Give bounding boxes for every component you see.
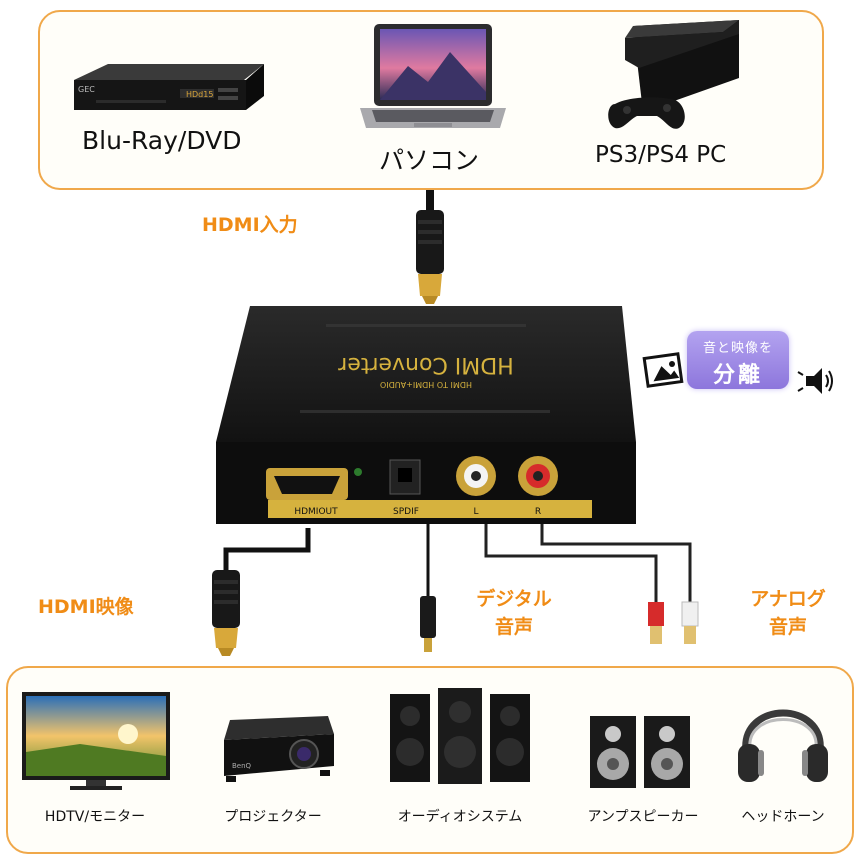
port-spdif-label: SPDIF	[393, 507, 419, 517]
badge-line1: 音と映像を	[702, 341, 773, 356]
hdmi-input-label: HDMI入力	[202, 214, 298, 236]
ps-label: PS3/PS4 PC	[595, 142, 727, 168]
digital-label-line2: 音声	[494, 616, 533, 638]
speaker-sound-icon	[797, 368, 833, 394]
hdmi-converter-image: HDMI Converter HDMI TO HDMI+AUDIO HDMIOU…	[216, 306, 636, 524]
headphone-label: ヘッドホーン	[741, 809, 825, 825]
amp-speaker-image	[590, 716, 690, 788]
analog-audio-label: アナログ 音声	[734, 585, 842, 641]
separation-badge: 音と映像を 分離	[687, 331, 789, 389]
digital-label-line1: デジタル	[476, 588, 552, 610]
laptop-image	[360, 24, 506, 128]
badge-line2: 分離	[712, 363, 763, 388]
projector-label: プロジェクター	[224, 809, 322, 825]
amp-speaker-label: アンプスピーカー	[587, 809, 699, 825]
projector-brand-text: BenQ	[232, 762, 252, 770]
headphone-image	[738, 709, 828, 782]
player-brand-text: GEC	[78, 85, 95, 94]
projector-image: BenQ	[224, 716, 334, 782]
player-display-text: HDd15	[186, 90, 213, 99]
output-cables	[212, 524, 699, 656]
analog-label-line2: 音声	[768, 616, 807, 638]
port-left-label: L	[473, 507, 478, 517]
port-right-label: R	[535, 507, 541, 517]
hdmi-video-label: HDMI映像	[38, 596, 134, 618]
audio-system-image	[390, 688, 530, 784]
hdtv-label: HDTV/モニター	[44, 809, 146, 825]
device-subtitle-text: HDMI TO HDMI+AUDIO	[380, 380, 472, 389]
bluray-player-image: GEC HDd15	[74, 64, 264, 110]
analog-label-line1: アナログ	[750, 588, 826, 610]
pc-label: パソコン	[379, 146, 480, 175]
audio-system-label: オーディオシステム	[397, 809, 523, 825]
port-hdmi-out-label: HDMIOUT	[294, 507, 338, 517]
hdtv-image	[22, 692, 170, 790]
image-icon	[642, 352, 684, 388]
bluray-label: Blu-Ray/DVD	[82, 126, 242, 155]
digital-audio-label: デジタル 音声	[460, 585, 568, 641]
ps-console-image	[608, 20, 739, 129]
device-title-text: HDMI Converter	[337, 352, 513, 377]
hdmi-input-cable	[416, 190, 444, 304]
